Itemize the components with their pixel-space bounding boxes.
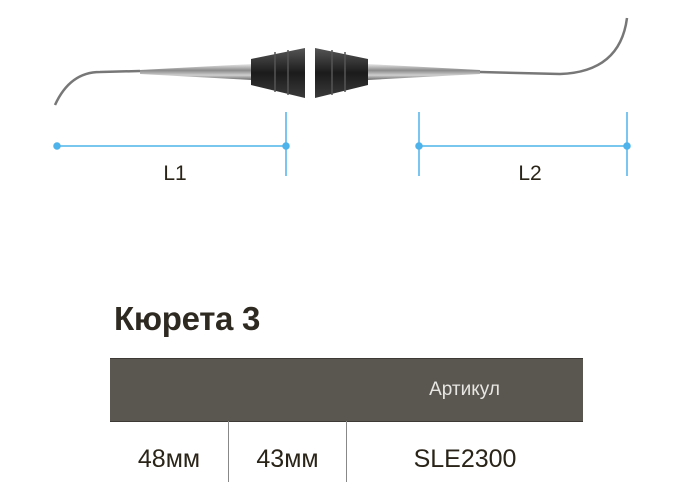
- column-divider: [228, 421, 229, 482]
- left-handle-grip: [251, 48, 305, 98]
- column-divider: [346, 421, 347, 482]
- header-article: Артикул: [429, 379, 500, 400]
- dimension-label-l1: L1: [163, 162, 187, 185]
- cell-l2-length: 43мм: [256, 445, 319, 473]
- dimension-label-l2: L2: [518, 162, 542, 185]
- cell-l1-length: 48мм: [137, 445, 201, 473]
- table-header: Артикул: [110, 358, 583, 422]
- curette-instrument-drawing: [53, 17, 631, 176]
- dimension-lines: [53, 112, 631, 176]
- cell-article-code: SLE2300: [413, 445, 517, 473]
- right-handle-grip: [315, 48, 368, 98]
- product-title: Кюрета 3: [114, 300, 261, 337]
- left-working-end: [53, 64, 252, 106]
- right-working-end: [368, 17, 629, 80]
